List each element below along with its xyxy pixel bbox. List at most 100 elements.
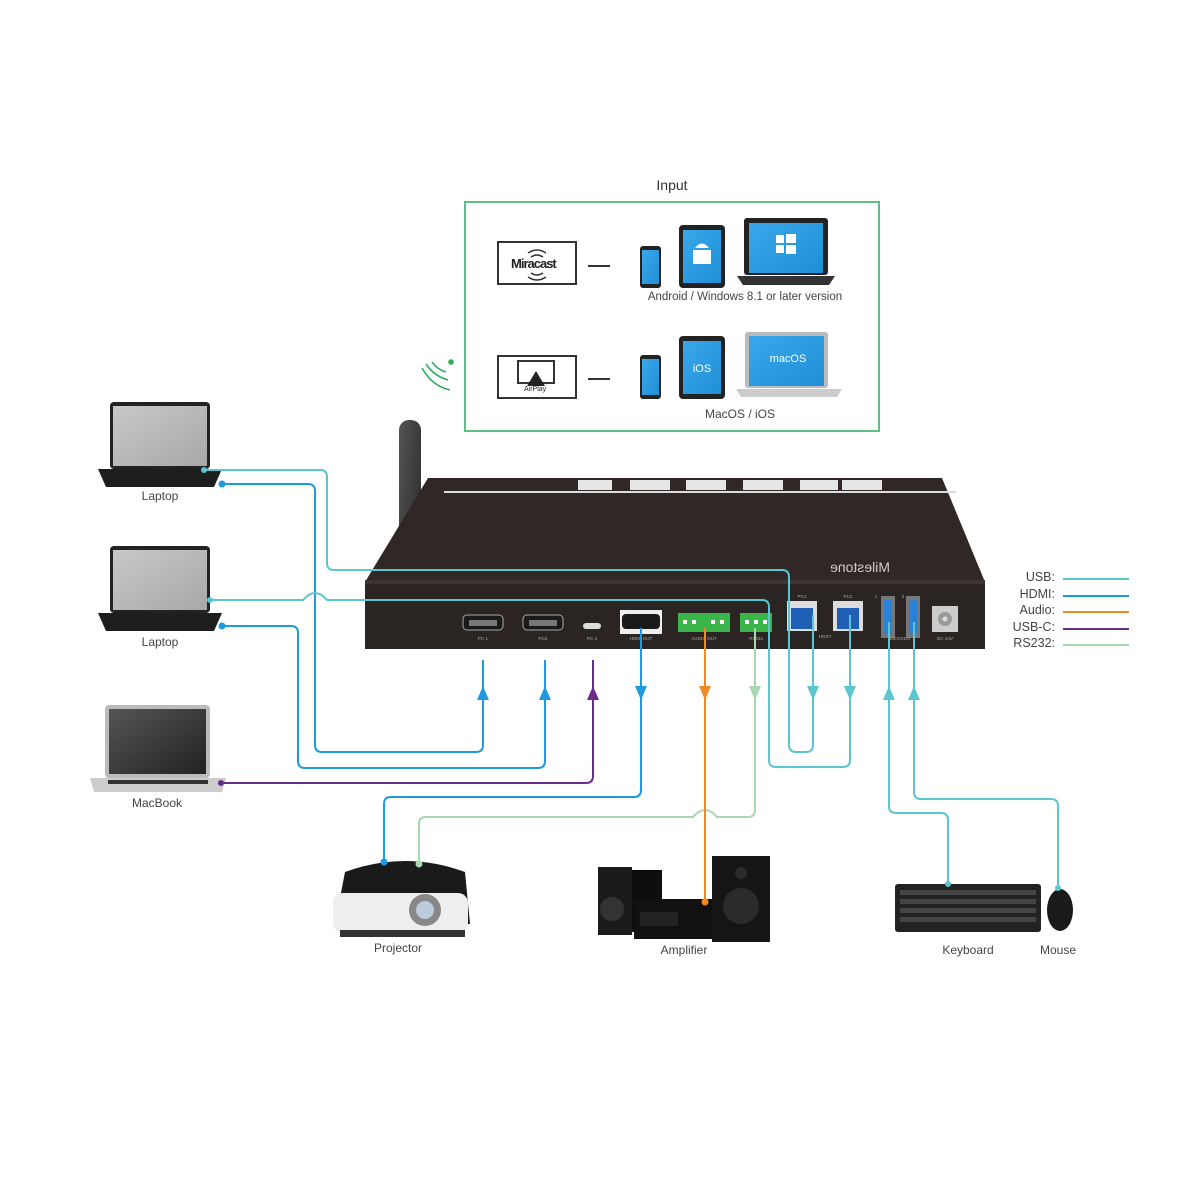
legend-usb: USB:: [1000, 570, 1140, 587]
connector-dot: [218, 622, 226, 630]
laptop-1-label: Laptop: [141, 489, 179, 503]
arrow-down-usb-pc1: [807, 686, 819, 700]
port-label: PC2: [539, 636, 548, 641]
amplifier-label: Amplifier: [660, 943, 708, 957]
laptop-2-icon: [98, 546, 222, 631]
usbc-line-macbook: [221, 660, 594, 784]
ios-screen-text: iOS: [693, 363, 711, 375]
arrow-down-audio: [699, 686, 711, 700]
usb-a-port-device1: [881, 596, 895, 638]
keyboard-icon: [895, 884, 1041, 932]
miracast-label: Miracast: [511, 256, 557, 271]
arrow-up-hdmi-pc1: [477, 686, 489, 700]
connector-dot: [701, 898, 709, 906]
brand-text: Milestone: [830, 559, 890, 575]
macbook-label: MacBook: [131, 796, 183, 810]
connector-dot: [218, 780, 224, 786]
legend-swatch: [1063, 644, 1129, 646]
iphone-icon: [640, 355, 661, 399]
legend-swatch: [1063, 611, 1129, 613]
usb-line-laptop2: [210, 592, 851, 768]
port-label: PC 3: [587, 636, 598, 641]
hdmi-port-pc2: [522, 614, 564, 631]
usb-b-port-pc2: [833, 601, 863, 631]
mouse-icon: [1047, 889, 1073, 931]
connector-dot: [380, 858, 388, 866]
mouse-label: Mouse: [1039, 943, 1077, 957]
port-label: HOST: [819, 634, 832, 639]
port-label: PC2: [844, 594, 853, 599]
arrow-down-usb-pc2: [844, 686, 856, 700]
arrow-up-usbc-pc3: [587, 686, 599, 700]
connector-dot: [945, 881, 951, 887]
miracast-caption: Android / Windows 8.1 or later version: [647, 291, 843, 303]
keyboard-label: Keyboard: [942, 943, 994, 957]
airplay-icon: [517, 360, 555, 386]
port-label: DC 24V: [937, 636, 954, 641]
usb-line-laptop1: [204, 469, 814, 753]
amplifier-icon: [598, 856, 770, 942]
connector-dot: [1055, 885, 1061, 891]
hdmi-port-pc1: [462, 614, 504, 631]
android-phone-icon: [640, 246, 661, 288]
connector-dot: [218, 480, 226, 488]
legend-swatch: [1063, 627, 1129, 630]
legend-audio: Audio:: [1000, 603, 1140, 620]
legend-label: Audio:: [1019, 603, 1055, 617]
airplay-caption: MacOS / iOS: [704, 407, 775, 421]
port-label: 2: [902, 594, 905, 599]
usb-line-mouse: [913, 622, 1059, 888]
macbook-input-icon: macOS: [736, 332, 842, 397]
airplay-logo: AirPlay: [497, 355, 577, 399]
connector-dash: [588, 265, 610, 267]
legend-label: HDMI:: [1019, 586, 1055, 601]
airplay-label: AirPlay: [524, 386, 547, 393]
dc-power-jack: [932, 606, 958, 632]
legend-label: USB-C:: [1012, 619, 1055, 634]
ipad-icon: iOS: [679, 336, 725, 399]
miracast-waves-icon: [527, 249, 547, 281]
usb-b-port-pc1: [787, 601, 817, 631]
arrow-down-rs232: [749, 686, 761, 700]
hdmi-line-laptop1: [222, 483, 484, 753]
projector-label: Projector: [373, 941, 423, 955]
laptop-1-icon: [98, 402, 222, 487]
port-label: PC1: [798, 594, 807, 599]
legend-rs232: RS232:: [1000, 636, 1140, 653]
usbc-port-pc3: [583, 623, 601, 629]
port-label: DEVICES: [890, 636, 910, 641]
input-panel: [464, 201, 880, 432]
connector-dot: [201, 467, 207, 473]
projector-icon: [333, 861, 470, 937]
laptop-2-label: Laptop: [141, 635, 179, 649]
usb-a-port-device2: [906, 596, 920, 638]
port-label: 1: [875, 594, 878, 599]
miracast-logo: Miracast: [497, 241, 577, 285]
legend-label: USB:: [1025, 570, 1055, 584]
legend-swatch: [1063, 594, 1129, 597]
macos-screen-text: macOS: [770, 353, 807, 365]
port-label: RS232: [749, 636, 763, 641]
arrow-up-usb-mouse: [908, 686, 920, 700]
hdmi-line-laptop2: [222, 625, 546, 769]
arrow-up-usb-keyboard: [883, 686, 895, 700]
hdmi-out-port: [620, 610, 662, 634]
legend-swatch: [1063, 578, 1129, 580]
rs232-terminal: [740, 613, 772, 632]
port-label: PC 1: [478, 636, 489, 641]
wireless-signal-icon: [421, 359, 454, 391]
hdmi-line-projector: [383, 628, 642, 862]
input-panel-title: Input: [656, 177, 688, 193]
presentation-switcher-device: Milestone PC 1 PC2 PC 3 HDMI OUT AUDIO O…: [365, 478, 985, 649]
connector-dot: [207, 597, 213, 603]
legend-usbc: USB-C:: [1000, 620, 1140, 637]
arrow-up-hdmi-pc2: [539, 686, 551, 700]
cable-legend: USB: HDMI: Audio: USB-C: RS232:: [1000, 570, 1140, 653]
macbook-icon: [90, 705, 226, 792]
arrow-down-hdmi-out: [635, 686, 647, 700]
connector-dot: [415, 860, 423, 868]
connector-dash: [588, 378, 610, 380]
usb-line-keyboard: [888, 622, 949, 884]
audio-out-terminal: [678, 613, 730, 632]
